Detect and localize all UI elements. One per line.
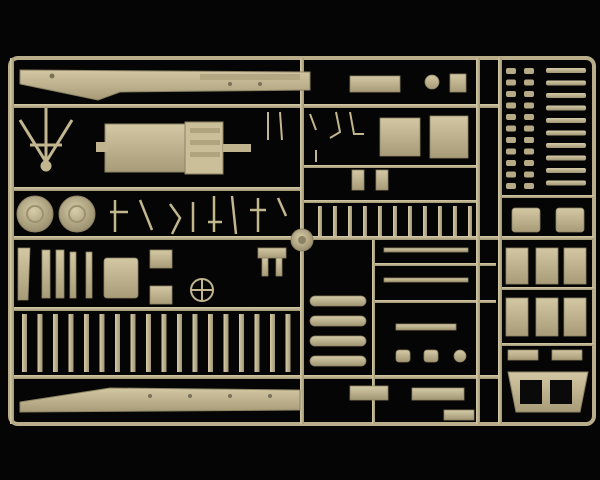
track-link-part <box>524 160 534 166</box>
rod-part <box>68 314 74 372</box>
rod-part <box>208 314 213 372</box>
sight-wheel-part <box>190 278 214 302</box>
track-link-part <box>506 137 516 143</box>
window-frame-part <box>507 371 589 413</box>
track-link-part <box>506 114 516 120</box>
track-link-part <box>524 79 534 86</box>
peg-part <box>408 206 412 236</box>
peg-part <box>393 206 397 236</box>
right-rod-part <box>546 93 586 98</box>
right-rod-part <box>546 105 586 111</box>
peg-part <box>438 206 442 236</box>
bolt-parts <box>351 169 389 191</box>
small-parts-row <box>110 195 288 235</box>
rod-part <box>254 314 260 372</box>
track-link-part <box>524 137 534 143</box>
track-link-parts <box>506 68 534 189</box>
rod-part <box>161 314 167 372</box>
rod-parts-row <box>22 314 291 372</box>
peg-part <box>363 206 367 236</box>
right-rod-part <box>546 155 586 161</box>
track-link-part <box>524 125 534 132</box>
track-link-part <box>506 79 516 86</box>
cylinder-parts <box>309 295 367 367</box>
rod-part <box>130 314 136 372</box>
right-rod-part <box>546 180 586 186</box>
peg-part <box>378 206 382 236</box>
peg-parts-row <box>318 206 472 236</box>
rod-part <box>146 314 151 372</box>
track-link-part <box>524 183 534 189</box>
linkage-parts <box>267 111 364 162</box>
rod-part <box>37 314 43 372</box>
track-link-part <box>506 125 516 132</box>
wheels <box>16 195 314 252</box>
right-rod-part <box>546 168 586 173</box>
track-link-part <box>506 68 516 74</box>
track-link-part <box>506 102 516 109</box>
rod-part <box>285 314 291 372</box>
right-rod-part <box>546 130 586 136</box>
peg-part <box>318 206 322 236</box>
right-box-parts <box>505 207 587 361</box>
peg-part <box>453 206 457 236</box>
track-link-part <box>506 171 516 178</box>
track-link-part <box>524 171 534 178</box>
right-rod-part <box>546 80 586 86</box>
upper-middle-parts <box>349 73 469 159</box>
long-girder-bottom <box>19 387 301 413</box>
rod-part <box>99 314 105 372</box>
rod-part <box>53 314 58 372</box>
peg-part <box>423 206 427 236</box>
peg-part <box>348 206 352 236</box>
track-link-part <box>506 160 516 166</box>
track-link-part <box>524 91 534 97</box>
rod-part <box>115 314 120 372</box>
track-link-part <box>506 91 516 97</box>
rod-part <box>270 314 275 372</box>
axle-parts <box>349 247 475 421</box>
rod-part <box>192 314 198 372</box>
small-mechanism-part <box>257 247 287 277</box>
rod-part <box>223 314 229 372</box>
rod-part <box>22 314 27 372</box>
rod-part <box>177 314 182 372</box>
peg-part <box>333 206 337 236</box>
track-link-part <box>524 68 534 74</box>
track-link-part <box>506 148 516 155</box>
long-girder-top <box>19 69 311 101</box>
track-link-part <box>506 183 516 189</box>
a-frame-part <box>18 108 74 172</box>
rod-part <box>239 314 244 372</box>
peg-part <box>468 206 472 236</box>
track-link-part <box>524 102 534 109</box>
right-rod-parts <box>546 68 586 186</box>
left-bracket-parts <box>17 247 173 305</box>
track-link-part <box>524 148 534 155</box>
right-rod-part <box>546 118 586 123</box>
trailer-body-part <box>96 121 251 175</box>
right-rod-part <box>546 143 586 148</box>
track-link-part <box>524 114 534 120</box>
rod-part <box>84 314 89 372</box>
right-rod-part <box>546 68 586 73</box>
